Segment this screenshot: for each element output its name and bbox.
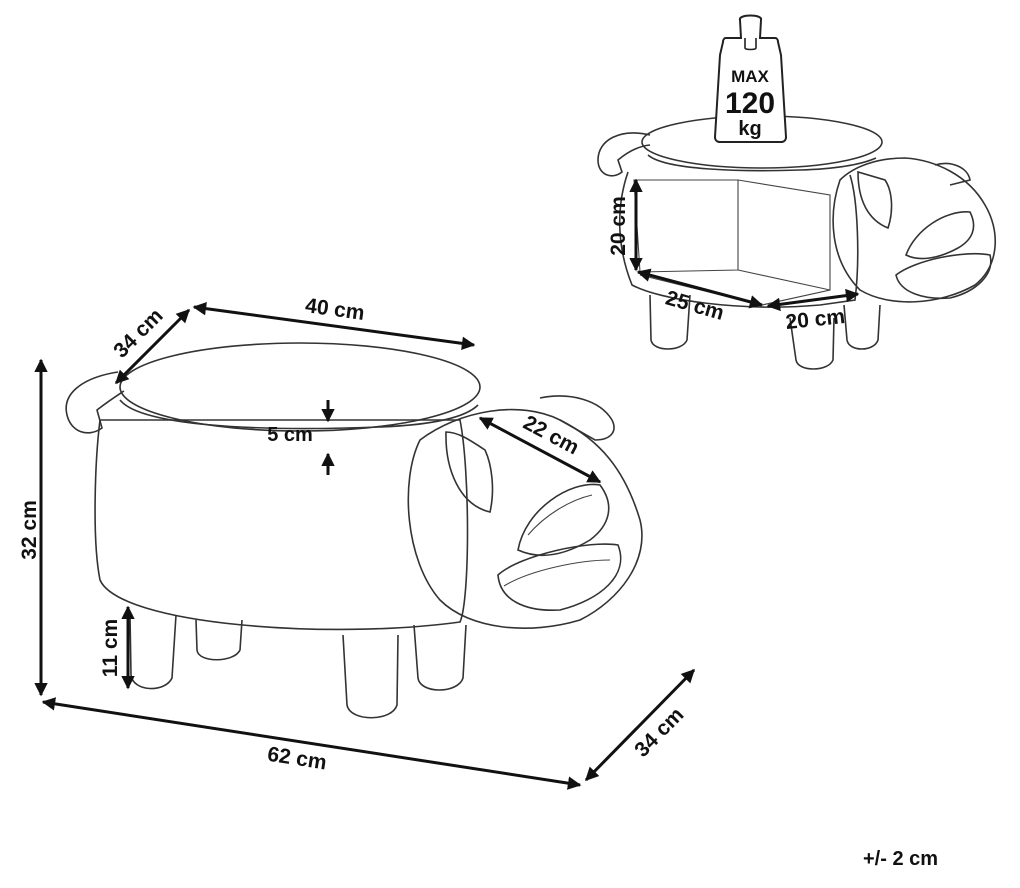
- seat-depth-label: 34 cm: [109, 304, 167, 362]
- tolerance-note: +/- 2 cm: [863, 848, 939, 870]
- seat-length-arrow: [192, 301, 476, 351]
- seat-depth-arrow: [114, 308, 191, 385]
- storage-dimension-lines: [629, 178, 860, 312]
- max-load-line1: MAX: [731, 67, 769, 86]
- overall-height-label: 32 cm: [18, 500, 41, 560]
- max-load-value: 120: [725, 87, 775, 120]
- head-label: 22 cm: [519, 411, 582, 459]
- ottoman-main-drawing: [65, 342, 643, 719]
- max-load-unit: kg: [738, 118, 761, 140]
- storage-width-arrow: [766, 288, 860, 312]
- head-arrow: [478, 416, 602, 484]
- weight-icon: [713, 14, 788, 143]
- overall-depth-arrow: [584, 668, 696, 782]
- storage-height-label: 20 cm: [607, 196, 630, 256]
- storage-width-label: 20 cm: [785, 305, 847, 334]
- leg-height-label: 11 cm: [99, 619, 122, 677]
- overall-depth-label: 34 cm: [630, 703, 688, 762]
- main-dimension-lines: [34, 301, 696, 790]
- seat-length-label: 40 cm: [304, 294, 366, 325]
- overall-width-arrow: [41, 697, 582, 790]
- lid-thickness-label: 5 cm: [267, 424, 313, 446]
- storage-length-arrow: [636, 268, 764, 309]
- overall-width-label: 62 cm: [266, 743, 328, 775]
